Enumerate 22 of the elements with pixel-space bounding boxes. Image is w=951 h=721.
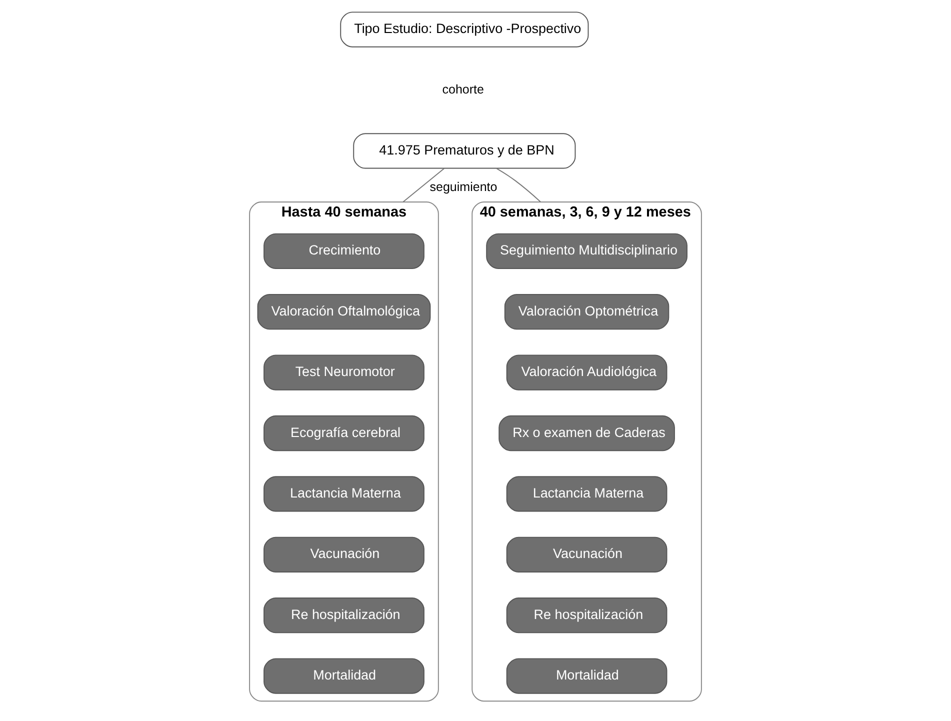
node-box: Vacunación: [264, 536, 424, 572]
node-box: Lactancia Materna: [264, 476, 424, 512]
node-box: Mortalidad: [264, 658, 424, 694]
node-box: Crecimiento: [264, 233, 424, 269]
node-box: Seguimiento Multidisciplinario: [486, 233, 688, 269]
node-box: Re hospitalización: [264, 598, 424, 634]
node-box: Valoración Audiológica: [506, 354, 668, 390]
node-box: Ecografía cerebral: [264, 415, 424, 452]
node-box: Mortalidad: [506, 658, 668, 694]
node-box: Valoración Optométrica: [504, 294, 670, 330]
node-box: 41.975 Prematuros y de BPN: [353, 133, 576, 169]
node-box: Vacunación: [506, 536, 668, 572]
connector: [496, 168, 542, 202]
node-box: Test Neuromotor: [264, 354, 424, 390]
node-box: Tipo Estudio: Descriptivo -Prospectivo: [340, 12, 589, 48]
edge-label: seguimiento: [430, 180, 498, 194]
node-box: Rx o examen de Caderas: [498, 415, 675, 452]
label: cohorte: [442, 82, 484, 97]
node-box: Re hospitalización: [506, 598, 668, 634]
connector: [402, 168, 445, 202]
node-box: Valoración Oftalmológica: [257, 294, 431, 330]
node-box: Lactancia Materna: [506, 476, 668, 512]
